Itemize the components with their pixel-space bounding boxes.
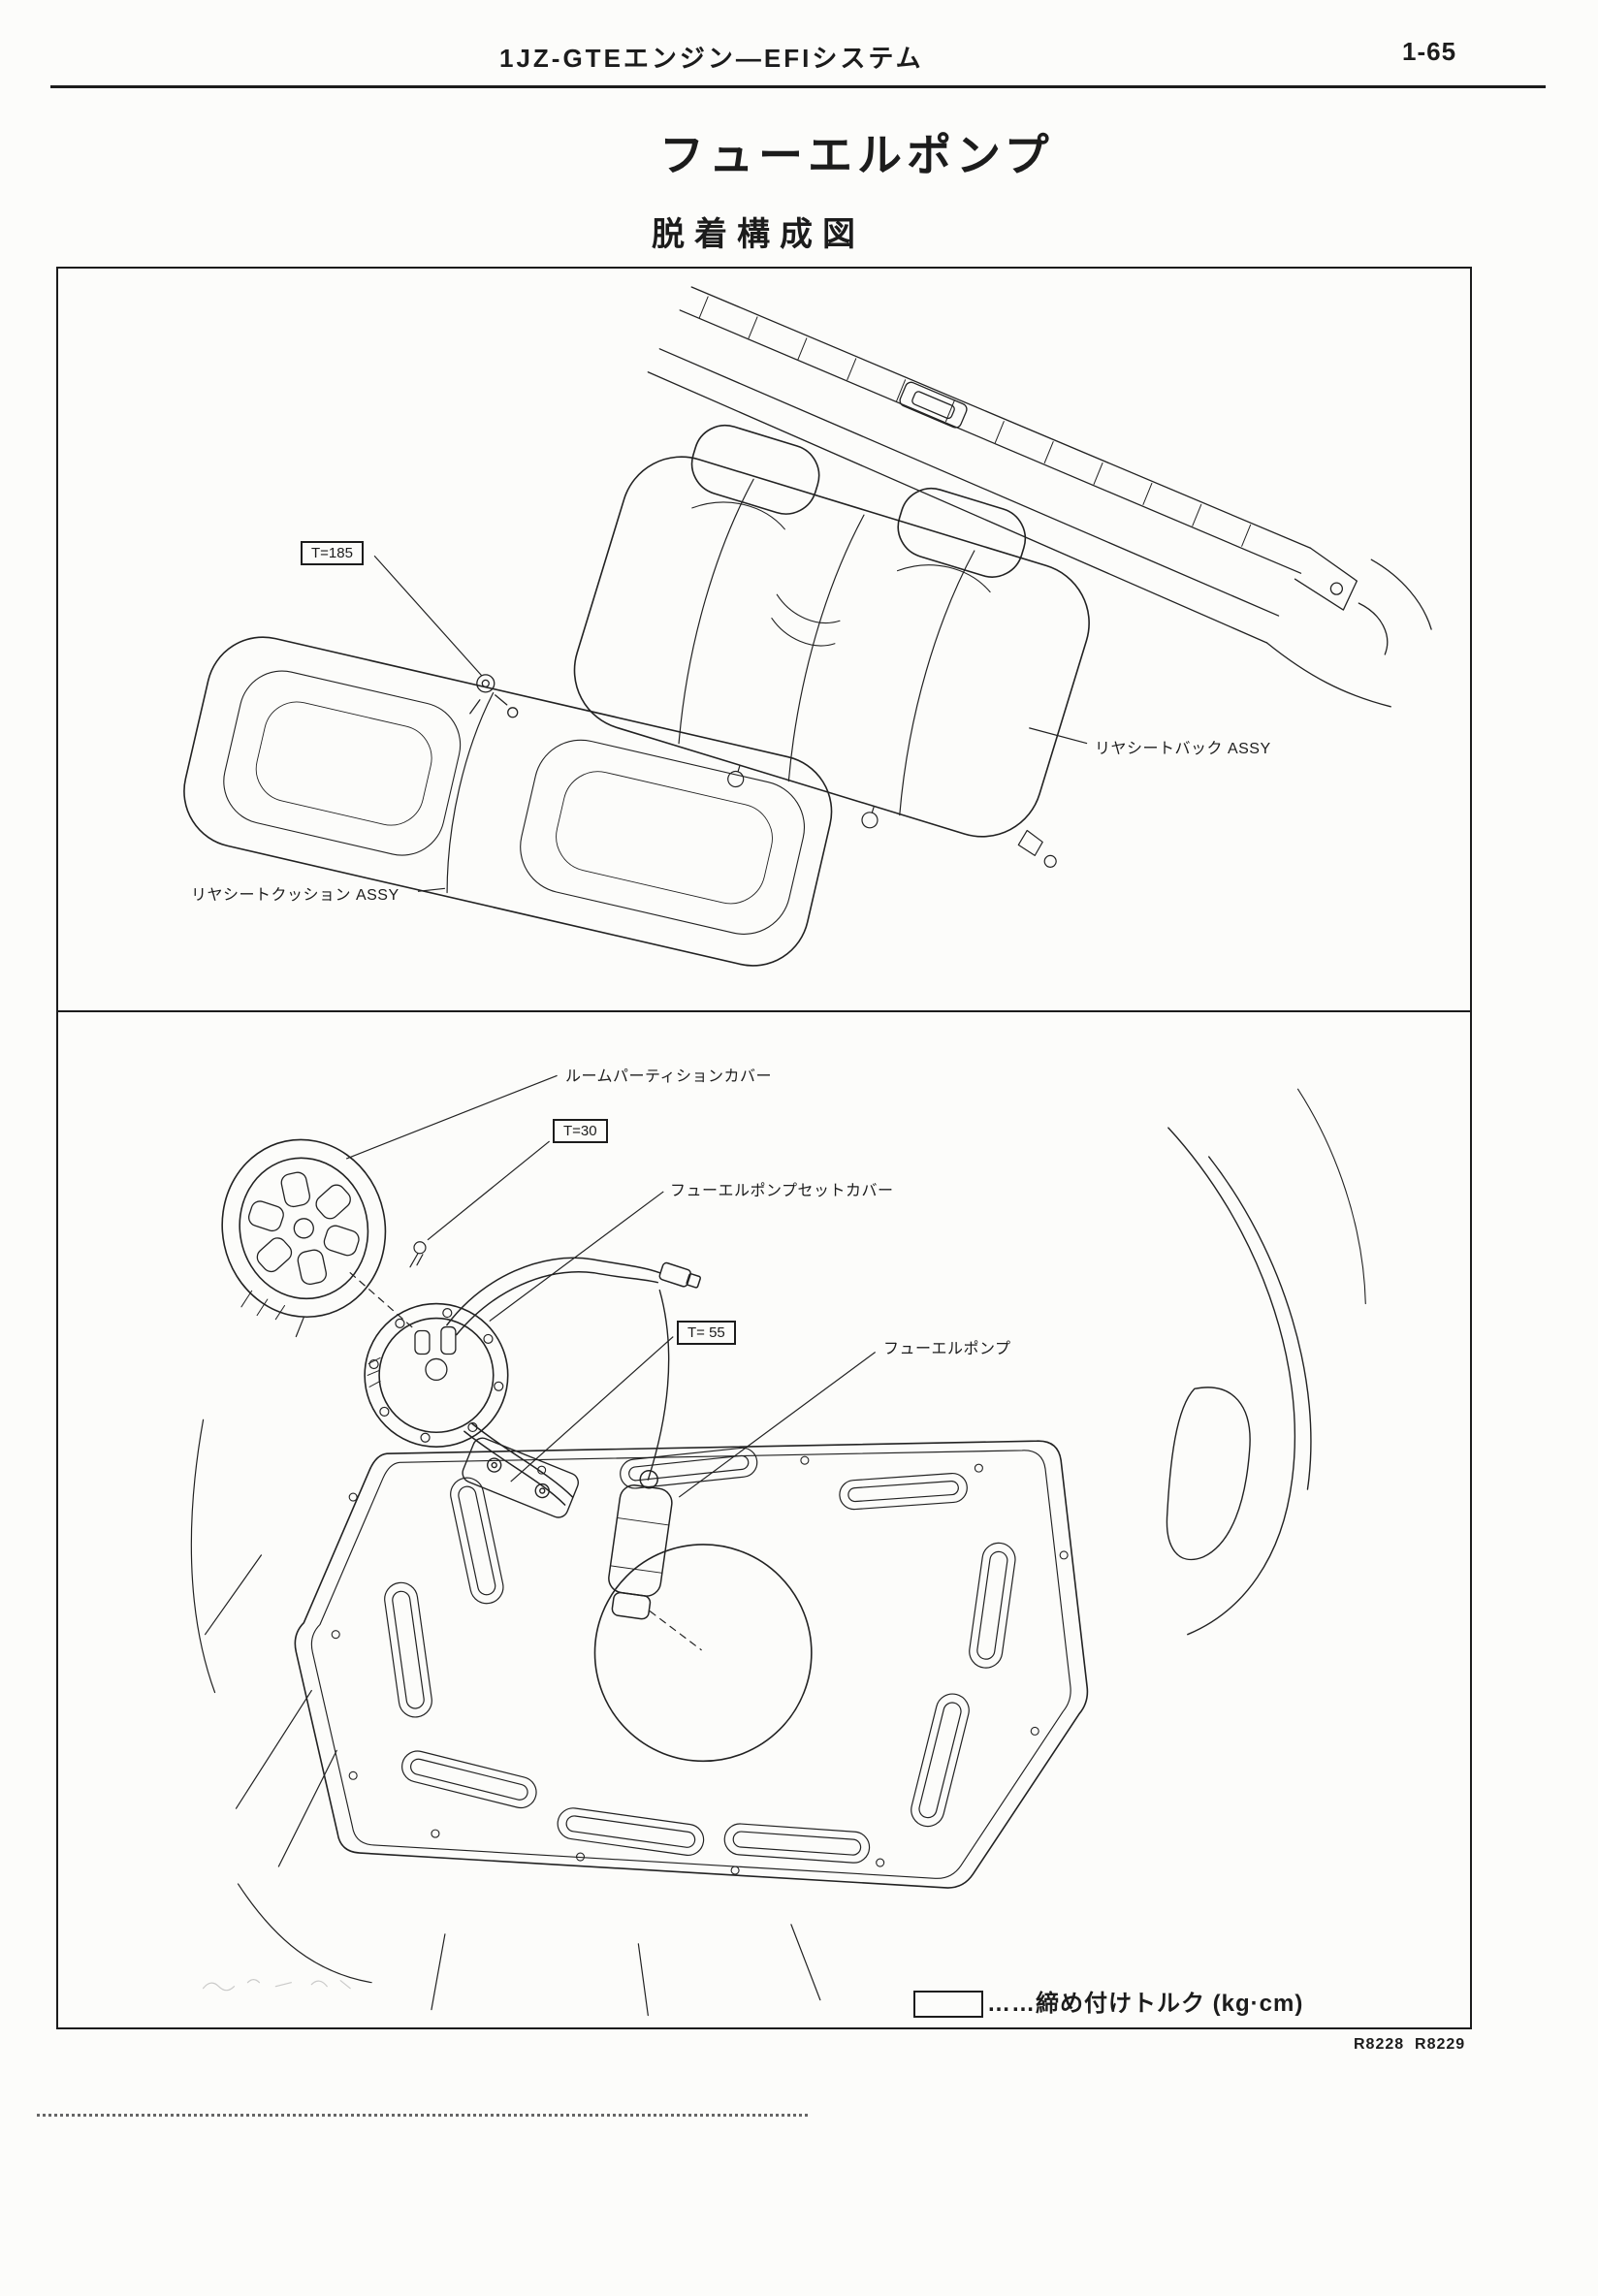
header-title: 1JZ-GTEエンジン—EFIシステム	[499, 44, 924, 73]
tank-emboss-slots	[384, 1447, 1016, 1864]
label-seat-cushion-assy: リヤシートクッション ASSY	[191, 887, 400, 904]
fuel-pump-illustration	[190, 1074, 1366, 2017]
lower-leader-lines	[345, 1074, 877, 1498]
floor-lines-art	[190, 1419, 821, 2017]
seat-illustration	[183, 286, 1432, 967]
seat-cushion-art	[183, 636, 833, 967]
label-seat-back-assy: リヤシートバック ASSY	[1095, 741, 1271, 757]
figure-box: T=185 リヤシートバック ASSY リヤシートクッション ASSY	[56, 267, 1472, 2029]
car-body-art	[1166, 1088, 1366, 1636]
fuel-hoses-art	[446, 1257, 701, 1506]
seat-hinge-bolt-art	[469, 674, 519, 718]
fuel-pump-diagram-panel: ルームパーティションカバー T=30 フューエルポンプセットカバー T= 55 …	[58, 1012, 1470, 2025]
roof-rail-art	[647, 286, 1432, 708]
pump-set-cover-art	[364, 1302, 509, 1449]
pencil-smudge	[202, 1979, 351, 1992]
fuel-tank-art	[294, 1440, 1089, 1889]
page-title: フューエルポンプ	[659, 130, 1054, 180]
pump-bracket-art	[462, 1437, 579, 1518]
torque-label-partition-cover: T=30	[553, 1119, 608, 1143]
tank-bolt-holes	[331, 1455, 1069, 1875]
torque-symbol-box	[913, 1991, 983, 2018]
fuel-pump-art	[608, 1470, 673, 1620]
figure-subtitle: 脱着構成図	[652, 216, 865, 253]
label-fuel-pump: フューエルポンプ	[883, 1341, 1011, 1357]
bottom-dotted-line	[37, 2114, 808, 2117]
seat-diagram-panel: T=185 リヤシートバック ASSY リヤシートクッション ASSY	[58, 269, 1470, 1012]
upper-leader-lines	[373, 555, 1088, 892]
seat-back-art	[573, 424, 1090, 838]
torque-label-seat-hinge: T=185	[301, 541, 364, 565]
torque-label-pump-set: T= 55	[677, 1321, 736, 1345]
partition-screw-art	[409, 1241, 427, 1268]
label-pump-set-cover: フューエルポンプセットカバー	[670, 1183, 894, 1199]
partition-cover-art	[221, 1138, 387, 1321]
page-number: 1-65	[1402, 37, 1457, 66]
legend-text: ……締め付けトルク (kg·cm)	[987, 1991, 1304, 2017]
figure-reference-numbers: R8228 R8229	[1354, 2036, 1466, 2053]
label-partition-cover: ルームパーティションカバー	[565, 1068, 773, 1085]
header-rule	[50, 85, 1546, 88]
